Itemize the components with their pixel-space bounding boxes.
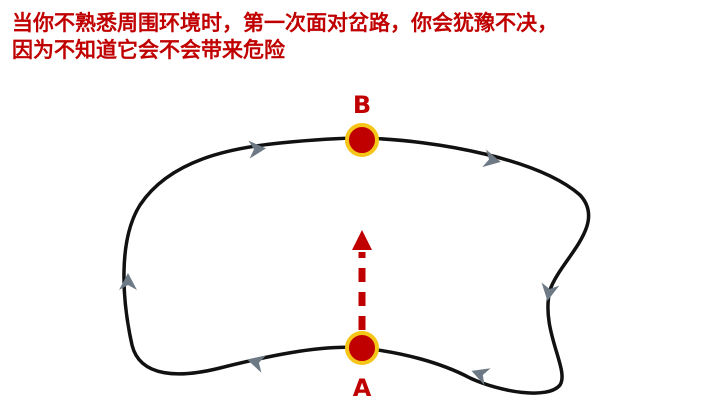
caption-line-2: 因为不知道它会不会带来危险 [12,38,285,62]
direction-chevron-left [119,273,137,290]
label-a: A [353,374,372,402]
node-a [345,331,379,365]
node-b [345,123,379,157]
label-b: B [353,91,371,119]
direction-chevron-bottom-right [471,368,491,386]
direction-chevron-bottom-left [247,355,267,373]
dashed-up-arrow [352,230,372,330]
direction-chevron-right [541,282,560,301]
direction-chevron-top-left [248,140,266,159]
direction-chevron-top-right [482,149,501,168]
caption-line-1: 当你不熟悉周围环境时，第一次面对岔路，你会犹豫不决， [12,11,558,35]
caption-text: 当你不熟悉周围环境时，第一次面对岔路，你会犹豫不决， 因为不知道它会不会带来危险 [12,10,712,64]
